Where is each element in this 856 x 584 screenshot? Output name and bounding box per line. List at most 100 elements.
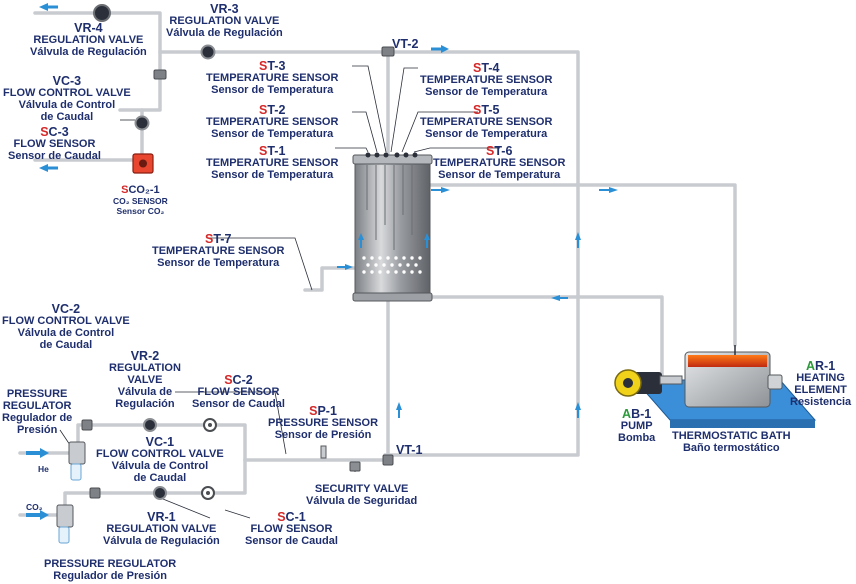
label-pr1-line3: Regulador de	[2, 412, 73, 424]
label-st1-line2: Sensor de Temperatura	[211, 169, 334, 181]
label-vr4: VR-4 REGULATION VALVE Válvula de Regulac…	[30, 22, 147, 58]
flow-arrow-icon	[575, 402, 581, 418]
label-sco2-line2: Sensor CO₂	[116, 206, 165, 216]
tag-sp1-prefix: S	[309, 404, 318, 418]
tag-sp1: P-1	[317, 404, 337, 418]
valve-icon	[93, 4, 111, 22]
label-st5-line2: Sensor de Temperatura	[425, 128, 548, 140]
tag-ab1-prefix: A	[622, 407, 632, 421]
tag-st7: T-7	[213, 232, 232, 246]
tag-vc3: VC-3	[52, 74, 82, 88]
label-security-valve: SECURITY VALVE Válvula de Seguridad	[306, 483, 417, 507]
label-vc2-line3: de Caudal	[39, 339, 93, 351]
label-sc1: SC-1 FLOW SENSOR Sensor de Caudal	[245, 511, 338, 547]
label-st7: ST-7 TEMPERATURE SENSOR Sensor de Temper…	[152, 233, 284, 269]
label-co2-text: CO₂	[26, 502, 43, 512]
label-st1-line1: TEMPERATURE SENSOR	[206, 157, 339, 169]
label-pr1-line4: Presión	[16, 424, 58, 436]
pipe-return	[428, 295, 664, 377]
flow-sensor-icon	[203, 418, 217, 432]
tag-st4: T-4	[481, 61, 500, 75]
co2-sensor-icon	[132, 153, 154, 174]
pump-icon	[614, 369, 683, 397]
flow-arrow-icon	[337, 264, 353, 270]
flow-arrow-icon	[599, 187, 618, 193]
label-he: He	[38, 464, 49, 474]
label-sc1-line2: Sensor de Caudal	[245, 535, 338, 547]
tag-sc1-prefix: S	[277, 510, 286, 524]
tag-sc3-prefix: S	[40, 125, 49, 139]
label-vc1-line2: Válvula de Control	[111, 460, 209, 472]
label-st3: ST-3 TEMPERATURE SENSOR Sensor de Temper…	[206, 60, 338, 96]
valve-icon	[81, 419, 93, 431]
label-bath-line2: Baño termostático	[682, 442, 780, 454]
tag-st5: T-5	[481, 103, 500, 117]
flow-arrow-icon	[26, 510, 49, 520]
label-vr2-line1: REGULATION	[109, 362, 181, 374]
label-vc1-line3: de Caudal	[133, 472, 187, 484]
label-st6-line2: Sensor de Temperatura	[438, 169, 561, 181]
reactor-vessel-icon	[352, 154, 433, 302]
label-vr2-line2: VALVE	[127, 374, 163, 386]
label-vc2-line2: Válvula de Control	[17, 327, 115, 339]
label-vr1: VR-1 REGULATION VALVE Válvula de Regulac…	[103, 511, 220, 547]
tag-st6-prefix: S	[486, 144, 495, 158]
flow-arrow-icon	[431, 45, 449, 53]
label-sc2: SC-2 FLOW SENSOR Sensor de Caudal	[192, 374, 285, 410]
flow-arrow-icon	[39, 164, 58, 172]
label-st2-line2: Sensor de Temperatura	[211, 128, 334, 140]
label-ab1: AB-1 PUMP Bomba	[618, 408, 655, 444]
label-st4-line2: Sensor de Temperatura	[425, 86, 548, 98]
label-vr2-line4: Regulación	[115, 398, 175, 410]
tag-st2-prefix: S	[259, 103, 268, 117]
tag-st3: T-3	[267, 59, 286, 73]
label-pr1-line1: PRESSURE	[6, 388, 68, 400]
pipe-st7-loop	[303, 266, 357, 292]
tag-st2: T-2	[267, 103, 286, 117]
leader-lines	[59, 65, 500, 519]
label-st1: ST-1 TEMPERATURE SENSOR Sensor de Temper…	[206, 145, 338, 181]
valve-icon	[153, 69, 167, 80]
label-pr1-line2: REGULATOR	[2, 400, 72, 412]
label-vr2-line3: Válvula de	[117, 386, 173, 398]
temperature-probes	[365, 152, 418, 158]
flow-arrow-icon	[431, 187, 450, 193]
security-valve-icon	[349, 461, 361, 472]
tag-ar1: R-1	[815, 359, 836, 373]
label-sv-line2: Válvula de Seguridad	[306, 495, 418, 507]
valve-icon	[381, 46, 395, 57]
label-st3-line1: TEMPERATURE SENSOR	[206, 72, 339, 84]
pipe-vt2-right	[383, 50, 580, 457]
label-ar1: AR-1 HEATING ELEMENT Resistencia	[790, 360, 851, 408]
tag-st7-prefix: S	[205, 232, 214, 246]
label-vr1-line1: REGULATION VALVE	[106, 523, 217, 535]
label-vr3: VR-3 REGULATION VALVE Válvula de Regulac…	[166, 3, 283, 39]
tag-ab1: B-1	[631, 407, 652, 421]
valve-icon	[153, 486, 167, 500]
flow-arrow-icon	[575, 232, 581, 248]
tag-sco2-prefix: S	[121, 184, 129, 196]
tag-sc3: C-3	[48, 125, 69, 139]
valve-icon	[143, 418, 157, 432]
flow-arrow-icon	[26, 448, 49, 458]
pressure-sensor-icon	[320, 445, 327, 459]
label-vr1-line2: Válvula de Regulación	[103, 535, 220, 547]
flow-arrow-icon	[396, 402, 402, 418]
pressure-regulator-icon	[68, 441, 86, 481]
label-vt2: VT-2	[392, 38, 418, 51]
flow-arrow-icon	[39, 3, 58, 11]
tag-vc1: VC-1	[145, 435, 175, 449]
label-sc2-line2: Sensor de Caudal	[192, 398, 285, 410]
label-vc3-line2: Válvula de Control	[18, 99, 116, 111]
label-sc3: SC-3 FLOW SENSOR Sensor de Caudal	[8, 126, 101, 162]
label-vr4-line2: Válvula de Regulación	[30, 46, 147, 58]
label-vc3-line3: de Caudal	[40, 111, 94, 123]
label-sco2: SCO₂-1 CO₂ SENSOR Sensor CO₂	[113, 184, 168, 216]
label-vc2: VC-2 FLOW CONTROL VALVE Válvula de Contr…	[2, 303, 130, 351]
tag-st5-prefix: S	[473, 103, 482, 117]
tag-sc2-prefix: S	[224, 373, 233, 387]
label-vc3: VC-3 FLOW CONTROL VALVE Válvula de Contr…	[3, 75, 131, 123]
label-ar1-line1: HEATING	[796, 372, 845, 384]
pipe-top-outlet	[33, 11, 162, 77]
label-vr4-line1: REGULATION VALVE	[33, 34, 144, 46]
